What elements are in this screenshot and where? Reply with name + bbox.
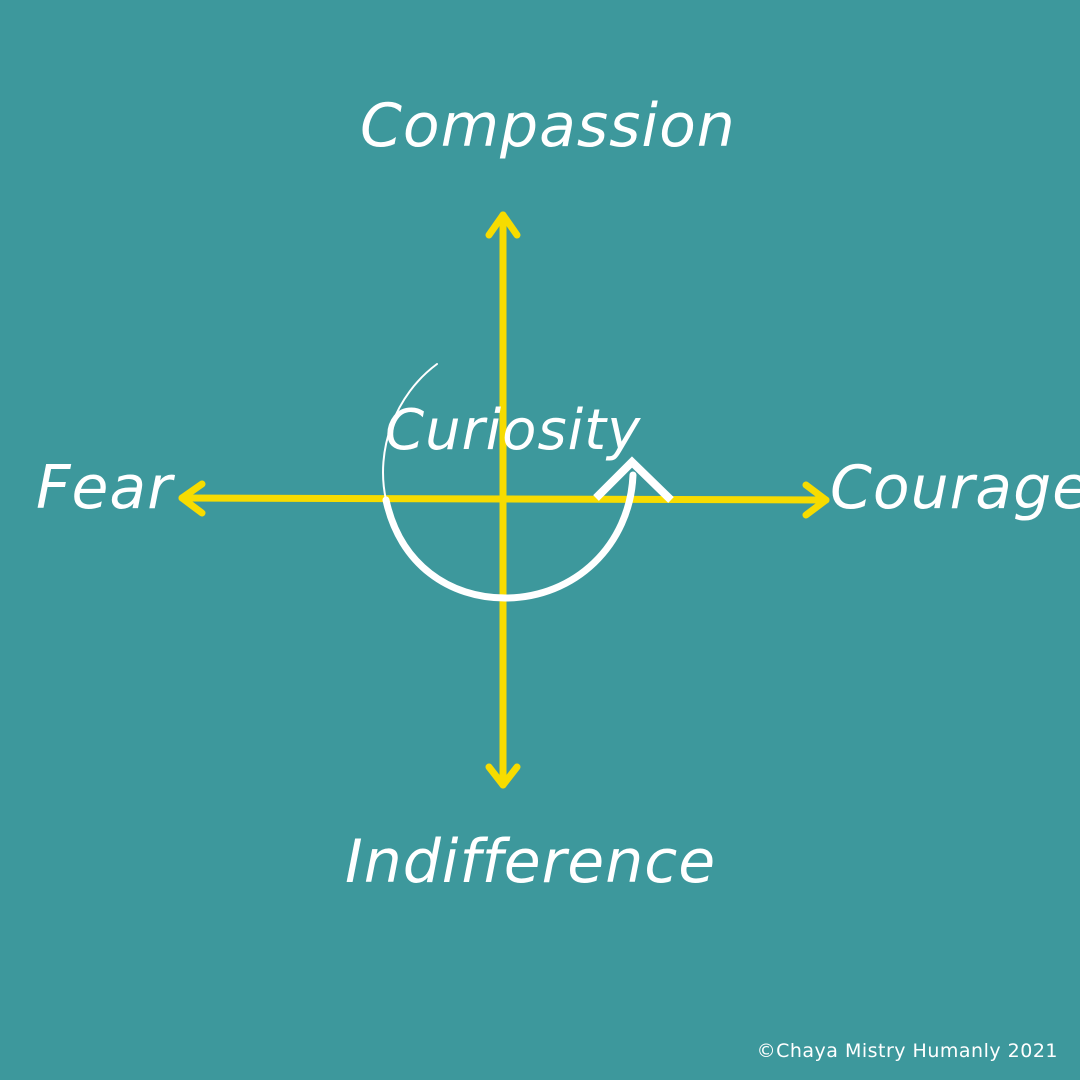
vertical-axis	[485, 211, 521, 789]
compassion-label: Compassion	[360, 91, 736, 161]
right-arrowhead-icon	[802, 481, 830, 519]
curiosity-label: Curiosity	[385, 398, 642, 463]
cycle-arrow-tail	[382, 363, 438, 501]
left-arrowhead-icon	[178, 480, 206, 517]
indifference-label: Indifference	[345, 827, 717, 897]
fear-label: Fear	[36, 453, 173, 523]
courage-label: Courage	[830, 453, 1080, 523]
cycle-arrowhead-icon	[593, 456, 674, 503]
down-arrowhead-icon	[485, 763, 521, 789]
cycle-arrow-body	[382, 471, 637, 602]
copyright-notice: ©Chaya Mistry Humanly 2021	[756, 1040, 1058, 1062]
up-arrowhead-icon	[485, 211, 521, 239]
cycle-arrow-icon	[382, 363, 674, 602]
